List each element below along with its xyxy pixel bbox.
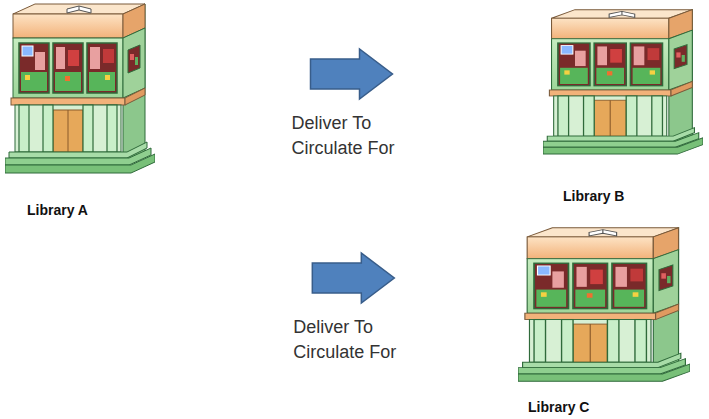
arrow-label: Deliver To Circulate For (293, 315, 421, 365)
library-name: Library B (563, 188, 624, 204)
building-symbol (543, 10, 703, 154)
building-symbol (5, 4, 155, 173)
library-name: Library C (528, 399, 589, 415)
arrow-label: Deliver To Circulate For (292, 111, 420, 161)
block-arrow (311, 49, 393, 99)
library-building: Library B (543, 8, 705, 208)
block-arrow (312, 253, 394, 303)
building-illustration (543, 8, 703, 166)
building-illustration (518, 226, 690, 394)
library-building: Library C (518, 226, 696, 419)
building-illustration (5, 2, 155, 187)
library-name: Library A (27, 202, 88, 218)
building-symbol (518, 228, 690, 381)
library-building: Library A (5, 2, 160, 224)
